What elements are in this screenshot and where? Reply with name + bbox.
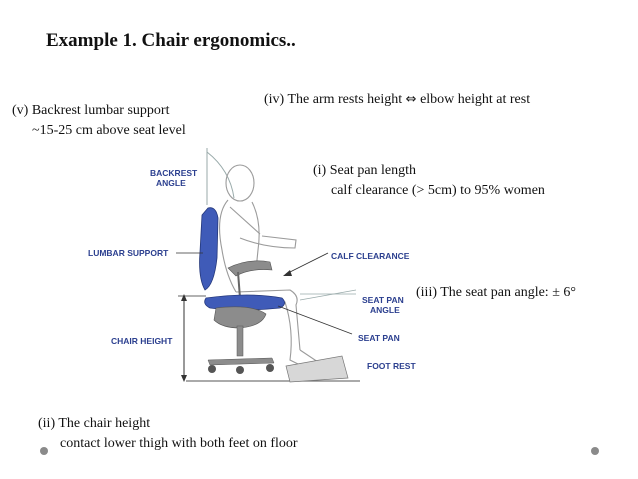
label-seat-pan-angle-2: ANGLE bbox=[370, 305, 400, 315]
seat-pan bbox=[204, 294, 285, 311]
bullet-dot-right bbox=[591, 447, 599, 455]
note-seatpan-line2: calf clearance (> 5cm) to 95% women bbox=[331, 183, 545, 198]
label-chair-height: CHAIR HEIGHT bbox=[111, 336, 173, 346]
label-calf-clearance: CALF CLEARANCE bbox=[331, 251, 410, 261]
backrest-angle-arc bbox=[206, 151, 235, 199]
arrow-down-icon bbox=[181, 375, 187, 382]
armrest bbox=[227, 260, 273, 277]
note-backrest-lumbar: (v) Backrest lumbar support ~15-25 cm ab… bbox=[12, 101, 186, 141]
caster-wheel bbox=[236, 366, 244, 374]
note-armrest-height: (iv) The arm rests height ⇔ elbow height… bbox=[264, 90, 530, 110]
label-backrest-angle-2: ANGLE bbox=[156, 178, 186, 188]
calf-clearance-arrow bbox=[285, 252, 329, 275]
label-seat-pan: SEAT PAN bbox=[358, 333, 400, 343]
gas-cylinder bbox=[236, 325, 244, 357]
label-backrest-angle-1: BACKREST bbox=[150, 168, 198, 178]
arrow-up-icon bbox=[181, 294, 187, 301]
chair-base bbox=[207, 357, 275, 366]
note-armrest-after: elbow height at rest bbox=[420, 92, 531, 107]
label-lumbar-support: LUMBAR SUPPORT bbox=[88, 248, 169, 258]
slide-title: Example 1. Chair ergonomics.. bbox=[46, 30, 296, 51]
note-height-line2: contact lower thigh with both feet on fl… bbox=[60, 436, 298, 451]
note-armrest-before: (iv) The arm rests height bbox=[264, 92, 403, 107]
note-seat-pan-length: (i) Seat pan length calf clearance (> 5c… bbox=[313, 161, 545, 201]
bullet-dot-left bbox=[40, 447, 48, 455]
footrest bbox=[285, 355, 349, 383]
caster-wheel bbox=[266, 364, 274, 372]
double-arrow-icon: ⇔ bbox=[405, 92, 417, 107]
caster-wheel bbox=[208, 365, 216, 373]
note-backrest-line2: ~15-25 cm above seat level bbox=[32, 123, 186, 138]
note-backrest-line1: (v) Backrest lumbar support bbox=[12, 103, 170, 118]
seat-mechanism bbox=[213, 306, 267, 329]
backrest bbox=[199, 207, 219, 291]
note-height-line1: (ii) The chair height bbox=[38, 416, 151, 431]
note-seatpan-line1: (i) Seat pan length bbox=[313, 163, 417, 178]
label-seat-pan-angle-1: SEAT PAN bbox=[362, 295, 404, 305]
note-seat-pan-angle: (iii) The seat pan angle: ± 6° bbox=[416, 285, 576, 300]
arrow-icon bbox=[283, 270, 292, 276]
note-chair-height: (ii) The chair height contact lower thig… bbox=[38, 414, 298, 454]
seat-pan-pointer bbox=[277, 305, 353, 335]
label-foot-rest: FOOT REST bbox=[367, 361, 416, 371]
